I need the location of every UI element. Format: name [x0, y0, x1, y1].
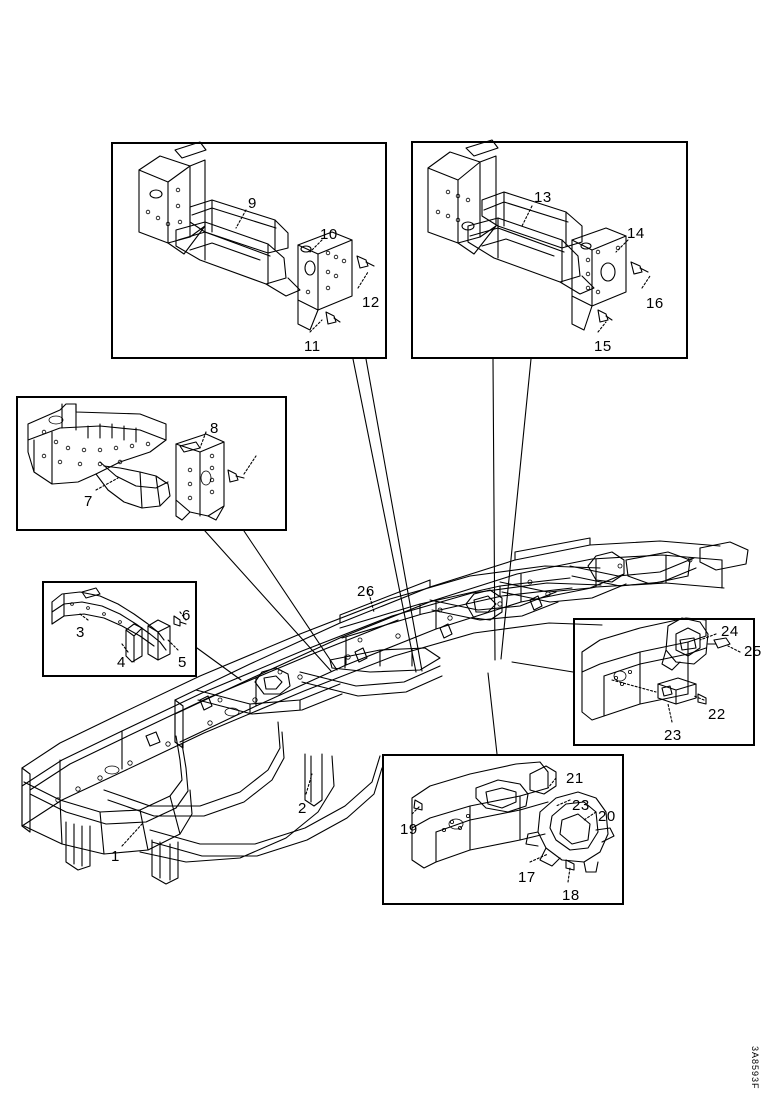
callout-26: 26 [357, 583, 375, 600]
callout-24: 24 [721, 623, 739, 640]
callout-20: 20 [598, 808, 616, 825]
callout-7: 7 [84, 493, 93, 510]
callout-6: 6 [182, 607, 191, 624]
callout-2: 2 [298, 800, 307, 817]
detail-box-upper-right [411, 141, 688, 359]
callout-12: 12 [362, 294, 380, 311]
callout-15: 15 [594, 338, 612, 355]
callout-18: 18 [562, 887, 580, 904]
callout-1: 1 [111, 848, 120, 865]
callout-14: 14 [627, 225, 645, 242]
detail-illustration-upper-right [427, 139, 651, 333]
leader-lines [196, 358, 574, 755]
sheet-code: 3A8593F [750, 1046, 760, 1090]
callout-16: 16 [646, 295, 664, 312]
detail-box-bottom [382, 754, 624, 905]
callout-17: 17 [518, 869, 536, 886]
callout-21: 21 [566, 770, 584, 787]
callout-22: 22 [708, 706, 726, 723]
callout-23-bottom: 23 [572, 797, 590, 814]
detail-illustration-lower-left [51, 587, 187, 663]
callout-23-right: 23 [664, 727, 682, 744]
detail-box-right [573, 618, 755, 746]
main-frame-callout-leaders [121, 589, 375, 847]
main-frame-assembly [21, 537, 749, 885]
detail-box-mid-left [16, 396, 287, 531]
callout-4: 4 [117, 654, 126, 671]
detail-illustration-bottom [411, 761, 615, 883]
detail-illustration-mid-left [27, 403, 257, 521]
callout-19: 19 [400, 821, 418, 838]
callout-10: 10 [320, 226, 338, 243]
callout-25: 25 [744, 643, 762, 660]
detail-box-lower-left [42, 581, 197, 677]
detail-illustration-upper-left [138, 141, 375, 333]
callout-5: 5 [178, 654, 187, 671]
callout-8: 8 [210, 420, 219, 437]
callout-3: 3 [76, 624, 85, 641]
detail-box-upper-left [111, 142, 387, 359]
detail-illustration-right [581, 617, 741, 723]
callout-13: 13 [534, 189, 552, 206]
callout-9: 9 [248, 195, 257, 212]
callout-11: 11 [304, 338, 321, 355]
